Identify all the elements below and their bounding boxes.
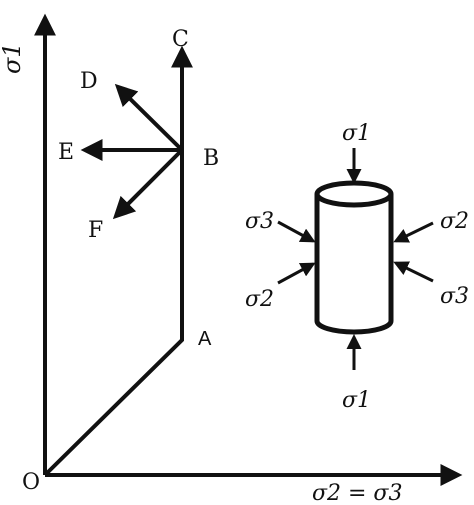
sigma3-right-label: σ3	[440, 284, 469, 309]
branch-label-f: F	[88, 218, 103, 243]
branch-arrow-d	[114, 83, 184, 152]
load-arrow-left-upper	[277, 220, 316, 243]
cylinder-specimen	[314, 180, 394, 335]
load-arrow-right-upper	[393, 221, 434, 243]
x-axis-label: σ2 = σ3	[312, 481, 402, 505]
point-label-b: B	[203, 146, 219, 171]
load-arrow-left-lower	[277, 262, 316, 285]
sigma1-bottom-label: σ1	[342, 388, 371, 413]
sigma3-left-label: σ3	[245, 209, 274, 234]
branch-arrow-f	[112, 148, 184, 220]
origin-label: O	[22, 470, 40, 495]
branch-label-d: D	[80, 69, 98, 94]
branch-label-e: E	[58, 140, 74, 165]
point-label-c: C	[172, 27, 189, 52]
cylinder-bottom	[314, 320, 394, 335]
sigma2-right-label: σ2	[440, 209, 469, 234]
sigma2-left-label: σ2	[245, 287, 274, 312]
load-arrow-right-lower	[393, 261, 434, 283]
sigma1-top-label: σ1	[342, 121, 371, 146]
cylinder-top	[314, 180, 394, 208]
point-label-a: A	[198, 328, 212, 350]
y-axis-label: σ1	[0, 42, 26, 74]
stress-path-oac	[43, 45, 193, 477]
